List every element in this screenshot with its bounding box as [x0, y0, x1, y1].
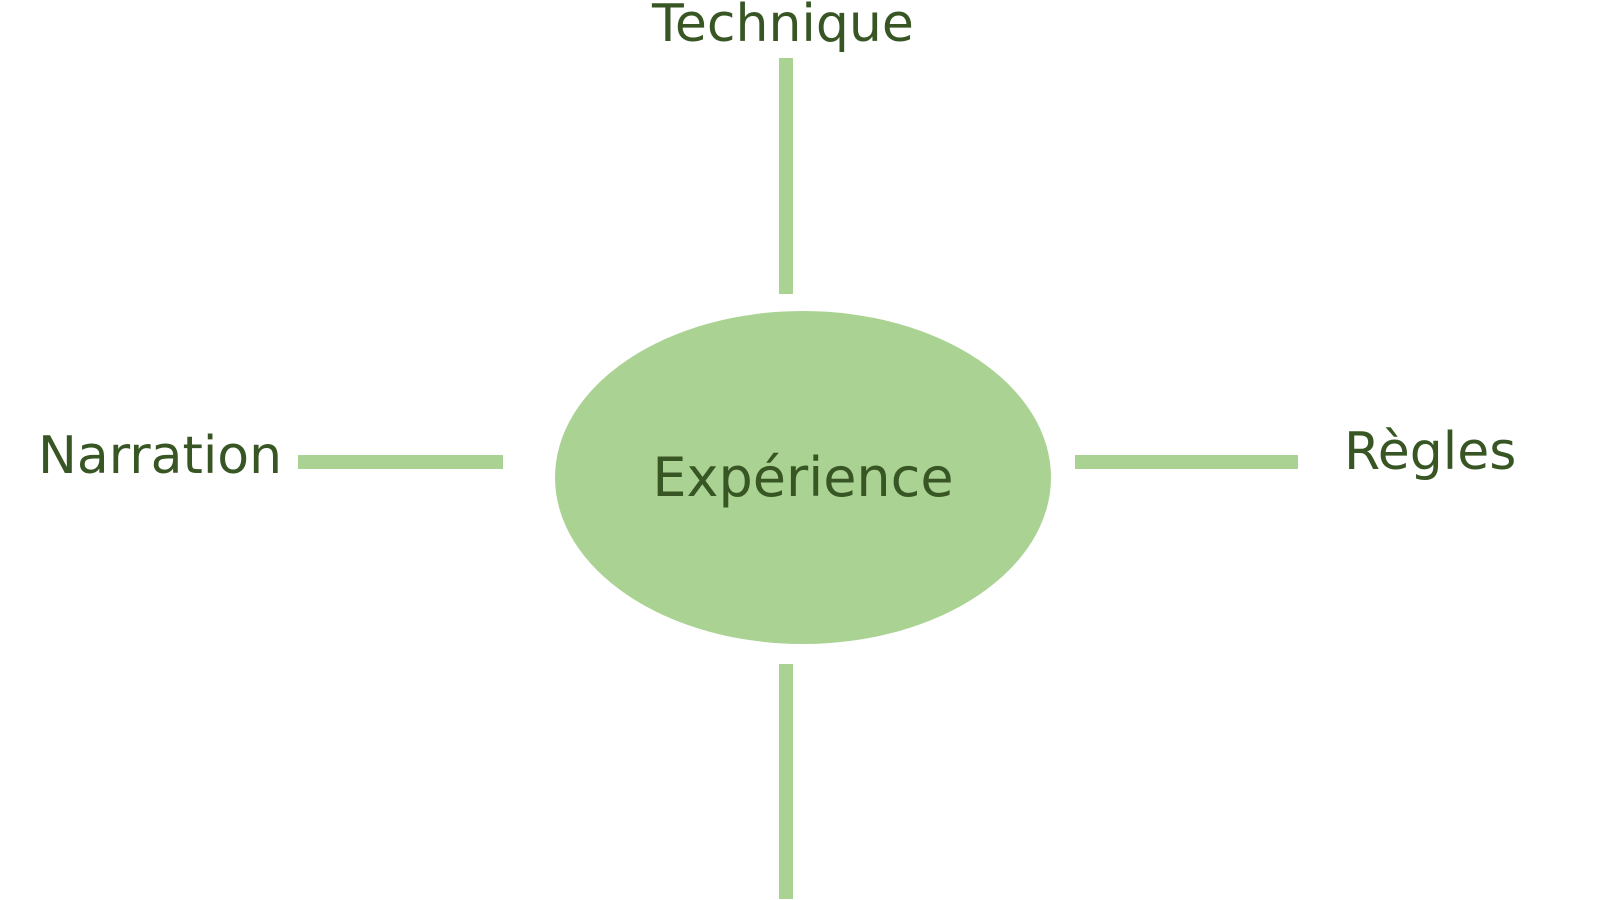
center-node-label: Expérience	[652, 445, 954, 509]
branch-label-technique: Technique	[652, 0, 914, 54]
branch-label-regles: Règles	[1344, 422, 1517, 482]
connector-right	[1075, 455, 1298, 469]
branch-label-narration: Narration	[38, 426, 283, 486]
connector-bottom	[779, 664, 793, 899]
connector-top	[779, 58, 793, 294]
connector-left	[298, 455, 503, 469]
center-node-experience: Expérience	[555, 311, 1051, 644]
